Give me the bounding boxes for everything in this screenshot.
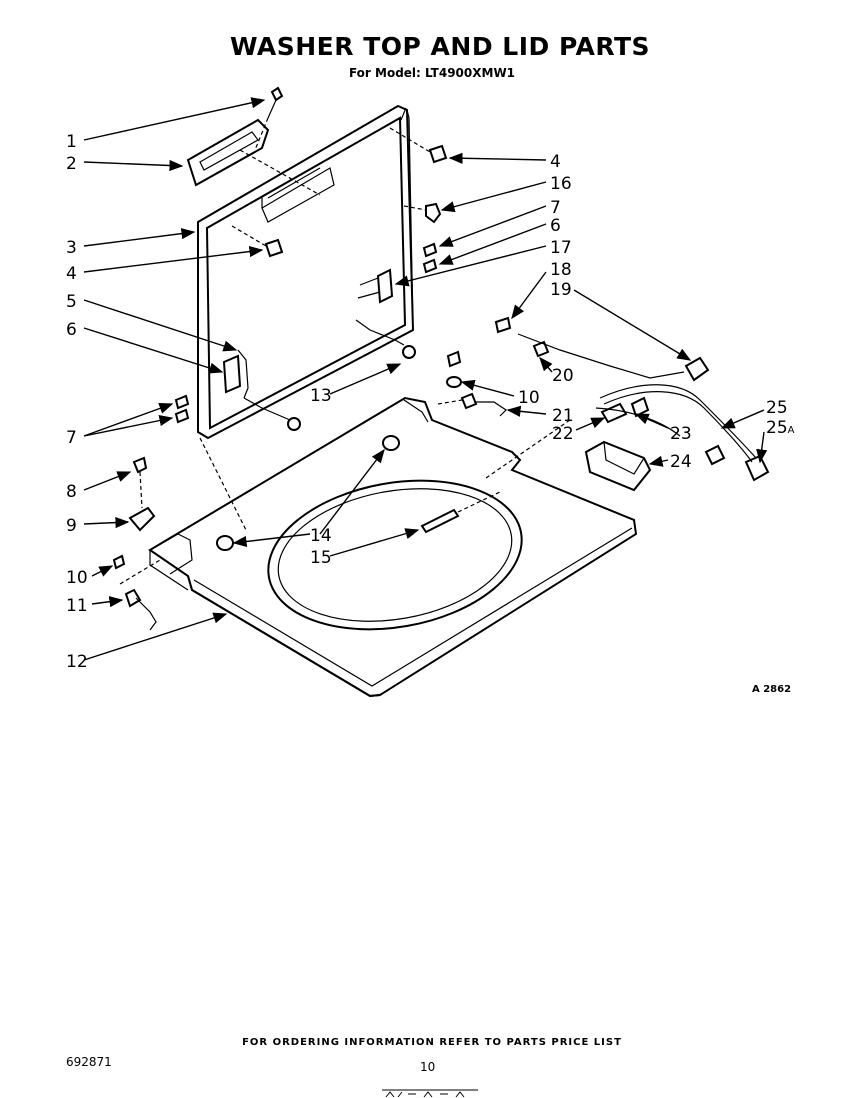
callout-3: 3 [66,238,77,258]
clip-part-16 [403,202,442,224]
cover-part-24 [584,440,652,492]
callout-5: 5 [66,292,77,312]
callout-7-right: 7 [550,198,561,218]
lid-frame [197,104,415,440]
callout-10-right: 10 [518,388,540,408]
hinge-part-5-6-left [222,349,301,431]
switch-part-19 [517,333,710,382]
harness-part-25 [595,384,770,482]
callout-14: 14 [310,526,332,546]
callout-18: 18 [550,260,572,280]
callout-22: 22 [552,424,574,444]
callout-16: 16 [550,174,572,194]
callout-24: 24 [670,452,692,472]
screws-part-7-left [174,394,190,424]
connector-part-22 [600,402,628,424]
callout-1: 1 [66,132,77,152]
nut-part-20 [532,340,550,358]
washer-top-part-12 [148,396,638,698]
screws-part-7-6-right [422,242,438,274]
screw-part-15 [420,491,501,534]
bumper-part-4-lower [231,225,284,258]
leader-lines [83,97,768,661]
callout-25a: 25A [766,418,795,438]
screw-part-18 [494,316,512,334]
callout-13: 13 [310,386,332,406]
ordering-info-footer: FOR ORDERING INFORMATION REFER TO PARTS … [242,1037,622,1048]
document-number: 692871 [66,1055,112,1069]
callout-4-right: 4 [550,152,561,172]
callout-9: 9 [66,516,77,536]
callout-25: 25 [766,398,788,418]
callout-17: 17 [550,238,572,258]
handwritten-stamp [382,1089,478,1098]
page-number: 10 [420,1060,436,1074]
callout-7-left: 7 [66,428,77,448]
callout-19: 19 [550,280,572,300]
clip-part-23 [630,396,650,418]
cap-part-10-left [112,554,126,570]
screw-part-8 [132,456,148,509]
callout-10-left: 10 [66,568,88,588]
model-subtitle: For Model: LT4900XMW1 [348,66,516,80]
callout-4-left: 4 [66,264,77,284]
callout-6-left: 6 [66,320,77,340]
callout-6-right: 6 [550,216,561,236]
callout-20: 20 [552,366,574,386]
bumper-part-4-upper [389,127,448,164]
callout-11: 11 [66,596,88,616]
cap-part-10-right [446,350,462,388]
callout-23: 23 [670,424,692,444]
switch-part-11 [119,559,161,631]
callout-15: 15 [310,548,332,568]
switch-part-21 [437,392,507,417]
page-title: WASHER TOP AND LID PARTS [229,32,651,61]
callout-21: 21 [552,406,574,426]
callout-12: 12 [66,652,88,672]
hinge-part-17 [355,268,416,359]
callout-2: 2 [66,154,77,174]
lid-handle-part-2 [186,118,321,196]
diagram-code: A 2862 [752,684,792,695]
callout-8: 8 [66,482,77,502]
callout-labels: 1 2 3 4 5 6 7 8 9 10 11 12 13 14 15 4 16… [66,132,795,672]
bracket-part-9 [128,506,156,532]
screw-part-1 [254,86,284,151]
